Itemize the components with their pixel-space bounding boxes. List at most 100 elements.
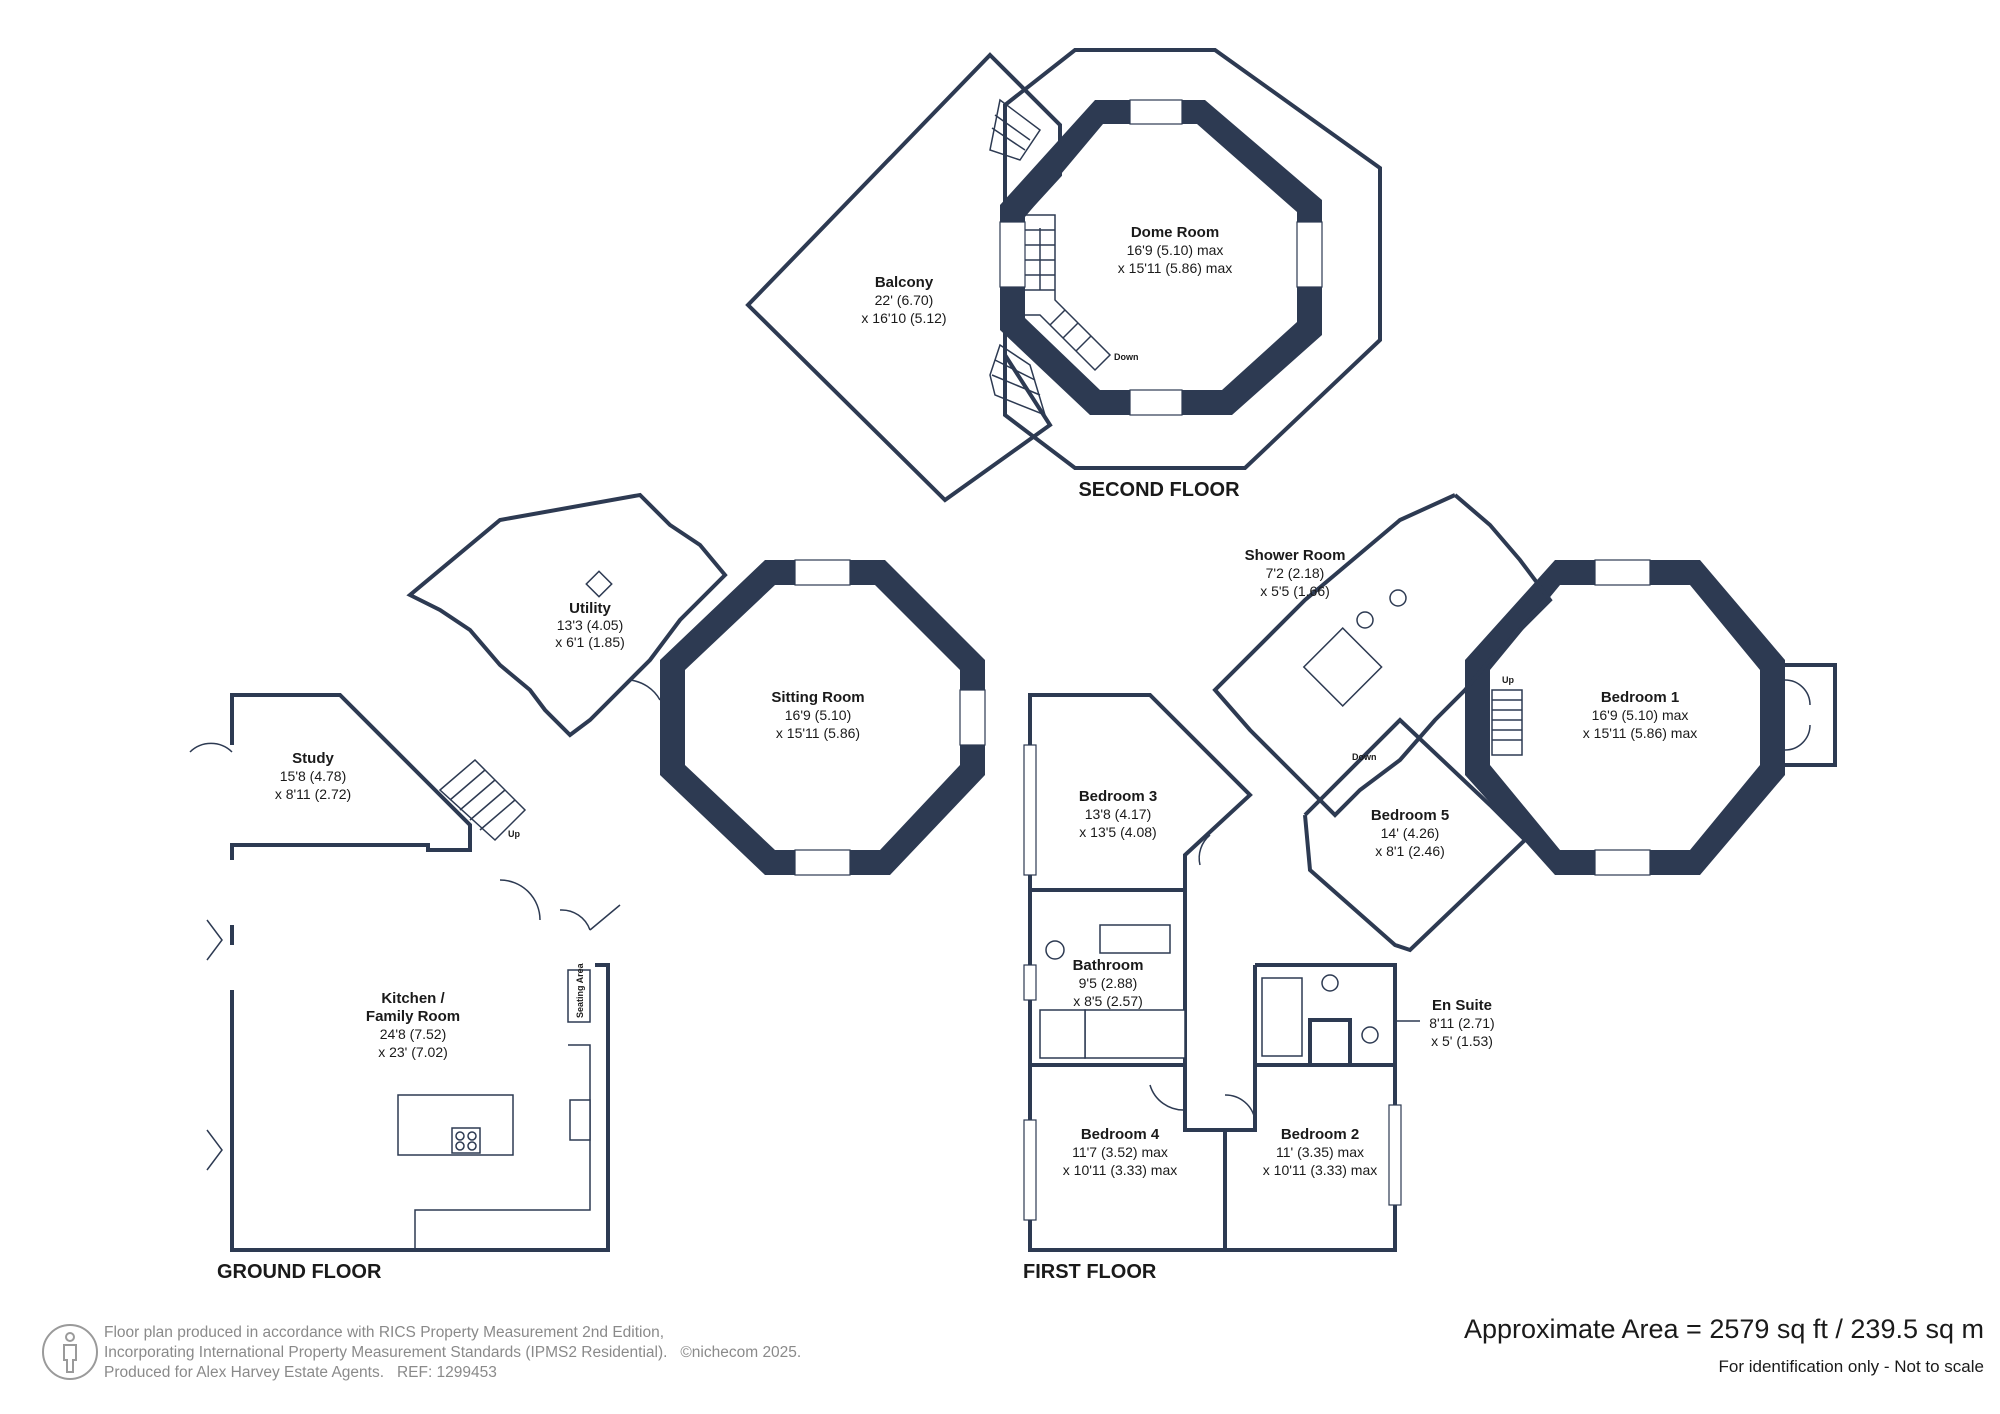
dome-window-top	[1129, 99, 1183, 125]
sitting-room-dim1: 16'9 (5.10)	[785, 707, 852, 723]
hob-ring-2	[467, 1131, 477, 1141]
footer-line3: Produced for Alex Harvey Estate Agents.	[104, 1364, 385, 1381]
bath-wc	[1045, 940, 1065, 960]
bedroom3-door	[1198, 834, 1211, 866]
shower-room-dim2: x 5'5 (1.66)	[1260, 583, 1330, 599]
kitchen-sink	[569, 1099, 591, 1141]
first-down-label: Down	[1352, 752, 1377, 762]
second-floor: Balcony 22' (6.70) x 16'10 (5.12) Dome R…	[745, 48, 1382, 503]
bedroom2-dim2: x 10'11 (3.33) max	[1263, 1162, 1377, 1178]
ground-floor: Utility 13'3 (4.05) x 6'1 (1.85) Sitting…	[189, 492, 986, 1283]
bathroom-dim2: x 8'5 (2.57)	[1073, 993, 1143, 1009]
shower-wc	[1356, 611, 1374, 629]
bedroom4-name: Bedroom 4	[1081, 1126, 1160, 1143]
bedroom1-dim1: 16'9 (5.10) max	[1592, 707, 1689, 723]
shower-room-dim1: 7'2 (2.18)	[1266, 565, 1325, 581]
bedroom4-window	[1023, 1119, 1037, 1221]
second-floor-label: SECOND FLOOR	[1078, 479, 1240, 501]
balcony-dim1: 22' (6.70)	[875, 292, 934, 308]
study-outline	[230, 693, 472, 860]
bedroom4-dim2: x 10'11 (3.33) max	[1063, 1162, 1177, 1178]
bedroom2-dim1: 11' (3.35) max	[1276, 1144, 1364, 1160]
study-dim1: 15'8 (4.78)	[280, 768, 347, 784]
bath-tub	[1084, 1009, 1186, 1059]
sitting-door-left	[629, 679, 661, 701]
hob-ring-1	[455, 1131, 465, 1141]
footer-copyright: ©nichecom 2025.	[680, 1344, 802, 1361]
kitchen-name1: Kitchen /	[381, 990, 445, 1007]
ensuite-wc	[1361, 1026, 1379, 1044]
kitchen-name2: Family Room	[366, 1008, 460, 1025]
bedroom3-window	[1023, 744, 1037, 876]
utility-dim2: x 6'1 (1.85)	[555, 634, 625, 650]
sitting-window-right	[959, 689, 986, 746]
bedroom1-window-top	[1594, 559, 1651, 586]
balcony-name: Balcony	[875, 274, 934, 291]
kitchen-hob	[451, 1127, 481, 1154]
bedroom4-dim1: 11'7 (3.52) max	[1072, 1144, 1168, 1160]
bedroom2-name: Bedroom 2	[1281, 1126, 1359, 1143]
person-icon	[42, 1324, 98, 1380]
footer-line3-row: Produced for Alex Harvey Estate Agents. …	[104, 1363, 801, 1383]
bedroom3-dim2: x 13'5 (4.08)	[1079, 824, 1156, 840]
footer-line2-row: Incorporating International Property Mea…	[104, 1343, 801, 1363]
bedroom2-window	[1388, 1104, 1402, 1206]
bedroom1-juliet-balcony	[1785, 663, 1837, 767]
kitchen-dim2: x 23' (7.02)	[378, 1044, 448, 1060]
ground-floor-label: GROUND FLOOR	[217, 1261, 382, 1283]
footer-text: Floor plan produced in accordance with R…	[104, 1323, 801, 1383]
bedroom3-name: Bedroom 3	[1079, 788, 1157, 805]
balcony-stairs-bottom	[989, 343, 1047, 417]
study-dim2: x 8'11 (2.72)	[275, 786, 351, 802]
footer-line1: Floor plan produced in accordance with R…	[104, 1324, 665, 1341]
sitting-room-dim2: x 15'11 (5.86)	[776, 725, 860, 741]
landing-outline	[1212, 493, 1553, 818]
first-up-label: Up	[1502, 675, 1514, 685]
shower-room-name: Shower Room	[1245, 547, 1346, 564]
dome-down-label: Down	[1114, 352, 1139, 362]
bedroom5-dim2: x 8'1 (2.46)	[1375, 843, 1445, 859]
bedroom5-name: Bedroom 5	[1371, 807, 1449, 824]
sitting-window-bottom	[794, 849, 851, 876]
bathroom-dim1: 9'5 (2.88)	[1079, 975, 1138, 991]
bath-shower-tray	[1039, 1009, 1086, 1059]
utility-name: Utility	[569, 600, 611, 617]
sitting-window-top	[794, 559, 851, 586]
shower-basin	[1389, 589, 1407, 607]
dome-window-bottom	[1129, 389, 1183, 416]
bath-basins	[1099, 924, 1171, 954]
ensuite-name: En Suite	[1432, 997, 1492, 1014]
footer-line2: Incorporating International Property Mea…	[104, 1344, 668, 1361]
utility-dim1: 13'3 (4.05)	[557, 617, 624, 633]
sitting-room-name: Sitting Room	[771, 689, 864, 706]
utility-sink	[585, 570, 613, 598]
footer-ref: REF: 1299453	[396, 1364, 497, 1381]
bedroom1-dim2: x 15'11 (5.86) max	[1583, 725, 1697, 741]
balcony-dim2: x 16'10 (5.12)	[861, 310, 946, 326]
ground-staircase	[438, 758, 527, 842]
bedroom3-dim1: 13'8 (4.17)	[1085, 806, 1152, 822]
study-door-left	[189, 742, 233, 753]
shower-tray	[1302, 627, 1383, 707]
bedroom1-window-bottom	[1594, 849, 1651, 876]
bedroom5-dim1: 14' (4.26)	[1381, 825, 1440, 841]
disclaimer: For identification only - Not to scale	[1718, 1357, 1984, 1376]
ensuite-dim2: x 5' (1.53)	[1431, 1033, 1493, 1049]
bedroom2-door	[1224, 1094, 1256, 1121]
kitchen-door-hall	[499, 879, 621, 931]
kitchen-dim1: 24'8 (7.52)	[380, 1026, 447, 1042]
dome-room-dim1: 16'9 (5.10) max	[1127, 242, 1224, 258]
kitchen-outline	[230, 963, 610, 1252]
seating-area	[567, 969, 591, 1023]
first-floor: Shower Room 7'2 (2.18) x 5'5 (1.66) Bedr…	[1023, 493, 1837, 1283]
hob-ring-3	[455, 1141, 465, 1151]
utility-outline	[406, 492, 728, 738]
kitchen-worktop	[414, 1044, 591, 1250]
dome-window-left	[999, 221, 1026, 288]
ensuite-basin	[1321, 974, 1339, 992]
ensuite-dim1: 8'11 (2.71)	[1429, 1015, 1494, 1031]
kitchen-door-left	[206, 919, 223, 1171]
bathroom-name: Bathroom	[1073, 957, 1144, 974]
first-floor-label: FIRST FLOOR	[1023, 1261, 1157, 1283]
dome-room-name: Dome Room	[1131, 224, 1219, 241]
